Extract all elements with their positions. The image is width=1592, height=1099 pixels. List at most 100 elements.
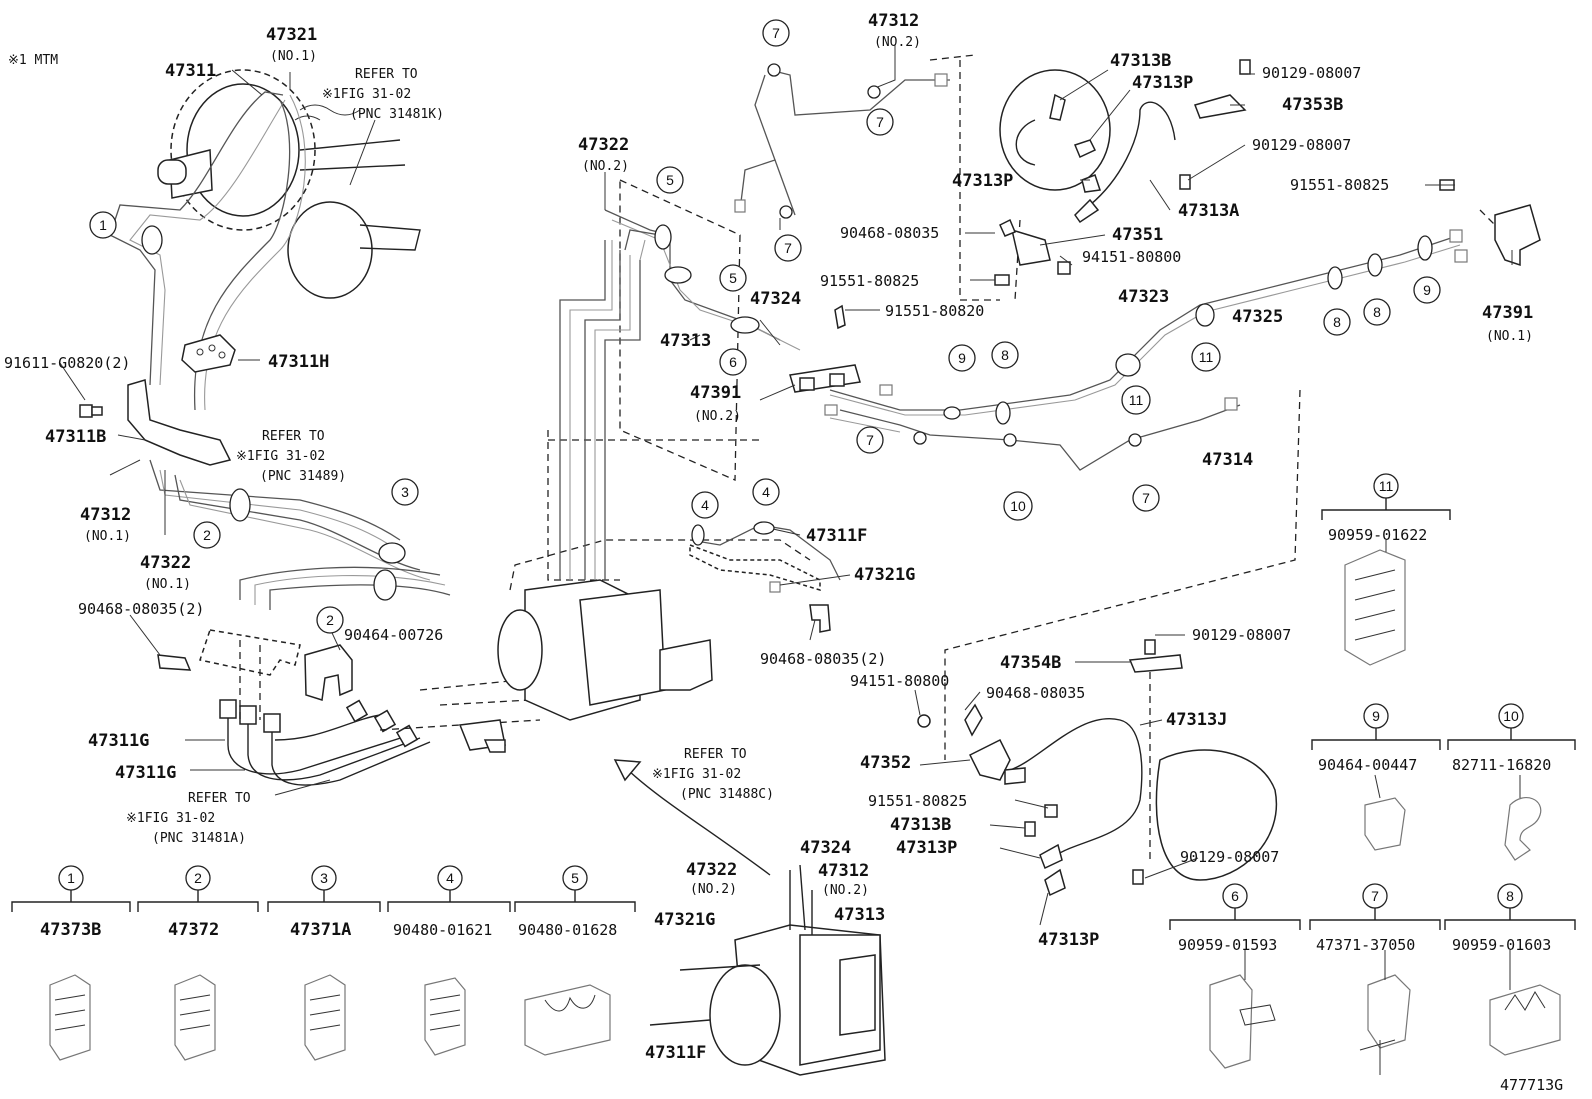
svg-text:11: 11 bbox=[1129, 392, 1144, 408]
label-47313-mid: 47313 bbox=[660, 331, 711, 351]
arrow-head bbox=[613, 759, 642, 782]
svg-text:7: 7 bbox=[866, 432, 874, 448]
label-47322-bot-sub: (NO.2) bbox=[690, 882, 737, 897]
label-47322-left: 47322 bbox=[140, 553, 191, 573]
callout-8c: 8 bbox=[1363, 298, 1391, 326]
arrow-to-actuator bbox=[627, 769, 771, 876]
ref-31481a-pnc: (PNC 31481A) bbox=[152, 831, 246, 846]
label-90468-top: 90468-08035 bbox=[840, 224, 939, 242]
label-47311g-a: 47311G bbox=[88, 731, 149, 751]
actuator-dashed-frames bbox=[239, 54, 1501, 860]
label-47321-sub: (NO.1) bbox=[270, 49, 317, 64]
ref-31481a-title: REFER TO bbox=[188, 791, 251, 806]
label-47321: 47321 bbox=[266, 25, 317, 45]
callout-4b: 4 bbox=[752, 478, 780, 506]
label-47313p-bot: 47313P bbox=[896, 838, 957, 858]
label-47312-top: 47312 bbox=[868, 11, 919, 31]
label-47313-bot: 47313 bbox=[834, 905, 885, 925]
label-47311f-bot: 47311F bbox=[645, 1043, 706, 1063]
label-90468-mid: 90468-08035(2) bbox=[760, 650, 886, 668]
left-brake-lines bbox=[109, 91, 451, 610]
label-47391-no1: 47391 bbox=[1482, 303, 1533, 323]
label-47311f-top: 47311F bbox=[806, 526, 867, 546]
leader-lines bbox=[59, 45, 1521, 990]
callout-5a: 5 bbox=[656, 166, 684, 194]
label-47314: 47314 bbox=[1202, 450, 1253, 470]
label-47391-no2: 47391 bbox=[690, 383, 741, 403]
svg-text:8: 8 bbox=[1001, 347, 1009, 363]
legend-brackets bbox=[11, 498, 1576, 930]
ref-31489-title: REFER TO bbox=[262, 429, 325, 444]
label-47353b: 47353B bbox=[1282, 95, 1343, 115]
svg-text:4: 4 bbox=[762, 484, 770, 500]
svg-text:10: 10 bbox=[1503, 708, 1519, 724]
label-94151-b: 94151-80800 bbox=[850, 672, 949, 690]
callout-4a: 4 bbox=[691, 491, 719, 519]
label-94151-a: 94151-80800 bbox=[1082, 248, 1181, 266]
label-47322-top-sub: (NO.2) bbox=[582, 159, 629, 174]
label-47351: 47351 bbox=[1112, 225, 1163, 245]
label-47391-no1-sub: (NO.1) bbox=[1486, 329, 1533, 344]
svg-text:8: 8 bbox=[1506, 888, 1514, 904]
legend-clips bbox=[49, 549, 1561, 1075]
svg-text:5: 5 bbox=[729, 270, 737, 286]
callout-6: 6 bbox=[719, 348, 747, 376]
callout-3: 3 bbox=[391, 478, 419, 506]
label-47312-top-sub: (NO.2) bbox=[874, 35, 921, 50]
label-90468-left: 90468-08035(2) bbox=[78, 600, 204, 618]
label-90129-c: 90129-08007 bbox=[1192, 626, 1291, 644]
ref-31481a-fig: ※1FIG 31-02 bbox=[126, 811, 215, 826]
left-lower-bracket bbox=[157, 629, 353, 701]
label-47313j: 47313J bbox=[1166, 710, 1227, 730]
brake-booster-assembly bbox=[157, 69, 421, 299]
callout-11a: 11 bbox=[1121, 385, 1151, 415]
label-47354b: 47354B bbox=[1000, 653, 1061, 673]
svg-text:5: 5 bbox=[571, 870, 579, 886]
svg-text:6: 6 bbox=[729, 354, 737, 370]
svg-text:1: 1 bbox=[67, 870, 75, 886]
callout-7c: 7 bbox=[774, 234, 802, 262]
label-90129-b: 90129-08007 bbox=[1252, 136, 1351, 154]
part-labels: 47311 47321 (NO.1) REFER TO ※1FIG 31-02 … bbox=[4, 11, 1533, 1063]
svg-text:7: 7 bbox=[1371, 888, 1379, 904]
svg-text:7: 7 bbox=[1142, 490, 1150, 506]
svg-text:90464-00447: 90464-00447 bbox=[1318, 756, 1417, 774]
ref-31488c-fig: ※1FIG 31-02 bbox=[652, 767, 741, 782]
svg-text:47371-37050: 47371-37050 bbox=[1316, 936, 1415, 954]
svg-text:7: 7 bbox=[784, 240, 792, 256]
svg-text:4: 4 bbox=[446, 870, 454, 886]
callout-7d: 7 bbox=[856, 426, 884, 454]
label-47312-bot-sub: (NO.2) bbox=[822, 883, 869, 898]
svg-text:7: 7 bbox=[772, 25, 780, 41]
callout-8b: 8 bbox=[1323, 308, 1351, 336]
label-47312-left-sub: (NO.1) bbox=[84, 529, 131, 544]
label-47313p-bot2: 47313P bbox=[1038, 930, 1099, 950]
label-47324-bot: 47324 bbox=[800, 838, 851, 858]
label-47352: 47352 bbox=[860, 753, 911, 773]
callout-5b: 5 bbox=[719, 264, 747, 292]
pad-47311h bbox=[181, 334, 236, 373]
svg-text:90480-01621: 90480-01621 bbox=[393, 921, 492, 939]
svg-text:2: 2 bbox=[194, 870, 202, 886]
label-47311b: 47311B bbox=[45, 427, 106, 447]
label-47391-no2-sub: (NO.2) bbox=[694, 409, 741, 424]
svg-text:7: 7 bbox=[876, 114, 884, 130]
svg-text:4: 4 bbox=[701, 497, 709, 513]
label-47324-top: 47324 bbox=[750, 289, 801, 309]
label-90464-00726: 90464-00726 bbox=[344, 626, 443, 644]
catalog-code: 477713G bbox=[1500, 1076, 1563, 1094]
ref-31488c-title: REFER TO bbox=[684, 747, 747, 762]
svg-text:47371A: 47371A bbox=[290, 920, 351, 940]
ref-31488c-pnc: (PNC 31488C) bbox=[680, 787, 774, 802]
callout-7e: 7 bbox=[1132, 484, 1160, 512]
svg-text:3: 3 bbox=[401, 484, 409, 500]
svg-text:90959-01603: 90959-01603 bbox=[1452, 936, 1551, 954]
hoses-47311g bbox=[219, 699, 431, 786]
label-91611: 91611-G0820(2) bbox=[4, 354, 130, 372]
label-90129-d: 90129-08007 bbox=[1180, 848, 1279, 866]
